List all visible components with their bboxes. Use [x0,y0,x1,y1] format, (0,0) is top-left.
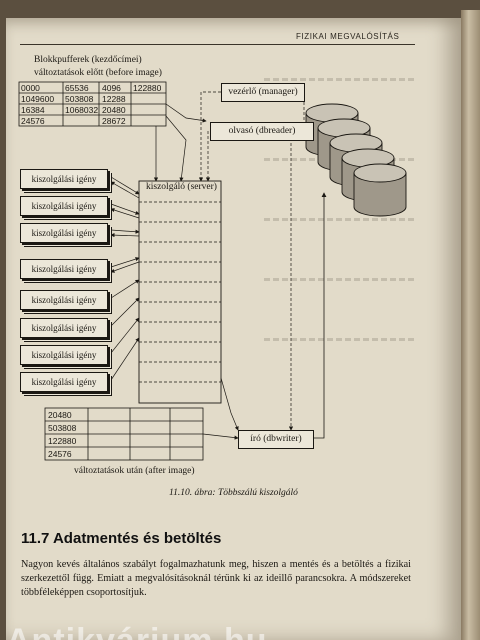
before-cell: 0000 [21,83,40,93]
before-cell: 24576 [21,116,45,126]
after-cell: 20480 [48,410,72,420]
header-rule [20,44,415,45]
section-heading: 11.7 Adatmentés és betöltés [21,530,222,547]
buffer-links [153,103,239,440]
control-signal-lines [198,91,307,431]
before-cell: 122880 [133,83,162,93]
before-cell: 1068032 [65,105,99,115]
figure-multithreaded-server: Blokkpufferek (kezdőcímei) változtatások… [6,18,461,538]
after-cell: 122880 [48,436,77,446]
watermark: Antikvárium.hu [6,622,267,640]
server-label: kiszolgáló (server) [146,182,217,192]
dbreader-box: olvasó (dbreader) [210,122,314,141]
server-thread-slots [139,201,221,383]
bleed-through-line [264,278,414,281]
after-cell: 503808 [48,423,77,433]
bleed-through-line [264,78,414,81]
disk-stack [305,103,407,217]
request-box: kiszolgálási igény [20,223,108,243]
bleed-through-line [264,218,414,221]
before-image-label: változtatások előtt (before image) [34,68,162,78]
request-box: kiszolgálási igény [20,372,108,392]
before-cell: 28672 [102,116,126,126]
body-paragraph: Nagyon kevés általános szabályt fogalmaz… [21,559,411,598]
after-cell: 24576 [48,449,72,459]
request-box: kiszolgálási igény [20,259,108,279]
request-box: kiszolgálási igény [20,196,108,216]
figure-diagram [18,81,407,461]
buffer-title: Blokkpufferek (kezdőcímei) [34,55,142,65]
before-cell: 65536 [65,83,89,93]
before-cell: 4096 [102,83,121,93]
request-box: kiszolgálási igény [20,290,108,310]
request-arrows [110,176,140,381]
before-cell: 20480 [102,105,126,115]
server-box [138,180,222,404]
bleed-through-line [264,338,414,341]
dbwriter-box: író (dbwriter) [238,430,314,449]
before-cell: 12288 [102,94,126,104]
manager-box: vezérlő (manager) [221,83,305,102]
request-box: kiszolgálási igény [20,318,108,338]
figure-caption: 11.10. ábra: Többszálú kiszolgáló [169,488,298,498]
before-cell: 16384 [21,105,45,115]
page-edge [461,10,480,640]
book-page: FIZIKAI MEGVALÓSÍTÁS [6,18,461,640]
request-box: kiszolgálási igény [20,345,108,365]
before-image-table [18,81,167,127]
before-cell: 1049600 [21,94,55,104]
after-image-label: változtatások után (after image) [74,466,195,476]
disk-links [311,127,327,439]
before-cell: 503808 [65,94,94,104]
request-box: kiszolgálási igény [20,169,108,189]
running-header: FIZIKAI MEGVALÓSÍTÁS [296,32,400,41]
